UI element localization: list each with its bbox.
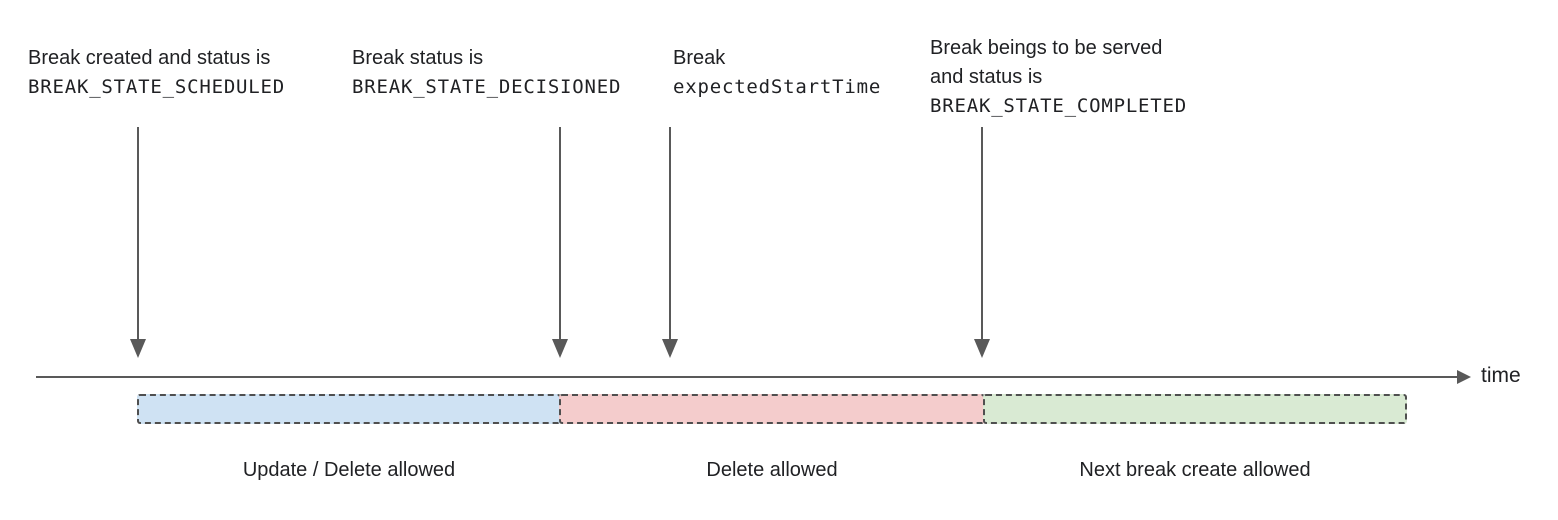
annotation-text: and status is [930, 66, 1043, 88]
arrow-shaft [559, 127, 561, 341]
annotation-text: Break status is [352, 47, 484, 69]
arrow-shaft [137, 127, 139, 341]
down-arrow-decisioned-icon [552, 127, 568, 358]
time-axis-arrowhead-icon [1457, 370, 1471, 384]
segment-delete-allowed [559, 394, 985, 424]
annotation-break-completed: Break beings to be served and status is … [930, 34, 1187, 121]
arrow-head-icon [974, 339, 990, 358]
time-axis [36, 376, 1460, 378]
segment-next-break-create-allowed [983, 394, 1407, 424]
down-arrow-expected-start-icon [662, 127, 678, 358]
annotation-break-scheduled: Break created and status is BREAK_STATE_… [28, 44, 285, 102]
annotation-text: Break created and status is [28, 47, 271, 69]
segment-label-next-break-create: Next break create allowed [1079, 459, 1311, 481]
state-constant-scheduled: BREAK_STATE_SCHEDULED [28, 76, 286, 98]
annotation-expected-start-time: Break expectedStartTime [673, 44, 881, 102]
arrow-head-icon [552, 339, 568, 358]
arrow-shaft [669, 127, 671, 341]
time-axis-label: time [1481, 364, 1521, 387]
state-constant-decisioned: BREAK_STATE_DECISIONED [352, 76, 622, 98]
segment-update-delete-allowed [137, 394, 561, 424]
arrow-shaft [981, 127, 983, 341]
arrow-head-icon [130, 339, 146, 358]
down-arrow-completed-icon [974, 127, 990, 358]
segment-label-update-delete: Update / Delete allowed [242, 459, 456, 481]
segment-label-delete: Delete allowed [706, 459, 838, 481]
down-arrow-scheduled-icon [130, 127, 146, 358]
field-expected-start-time: expectedStartTime [673, 76, 882, 98]
annotation-text: Break beings to be served [930, 37, 1163, 59]
annotation-break-decisioned: Break status is BREAK_STATE_DECISIONED [352, 44, 621, 102]
arrow-head-icon [662, 339, 678, 358]
state-constant-completed: BREAK_STATE_COMPLETED [930, 95, 1188, 117]
annotation-text: Break [673, 47, 726, 69]
